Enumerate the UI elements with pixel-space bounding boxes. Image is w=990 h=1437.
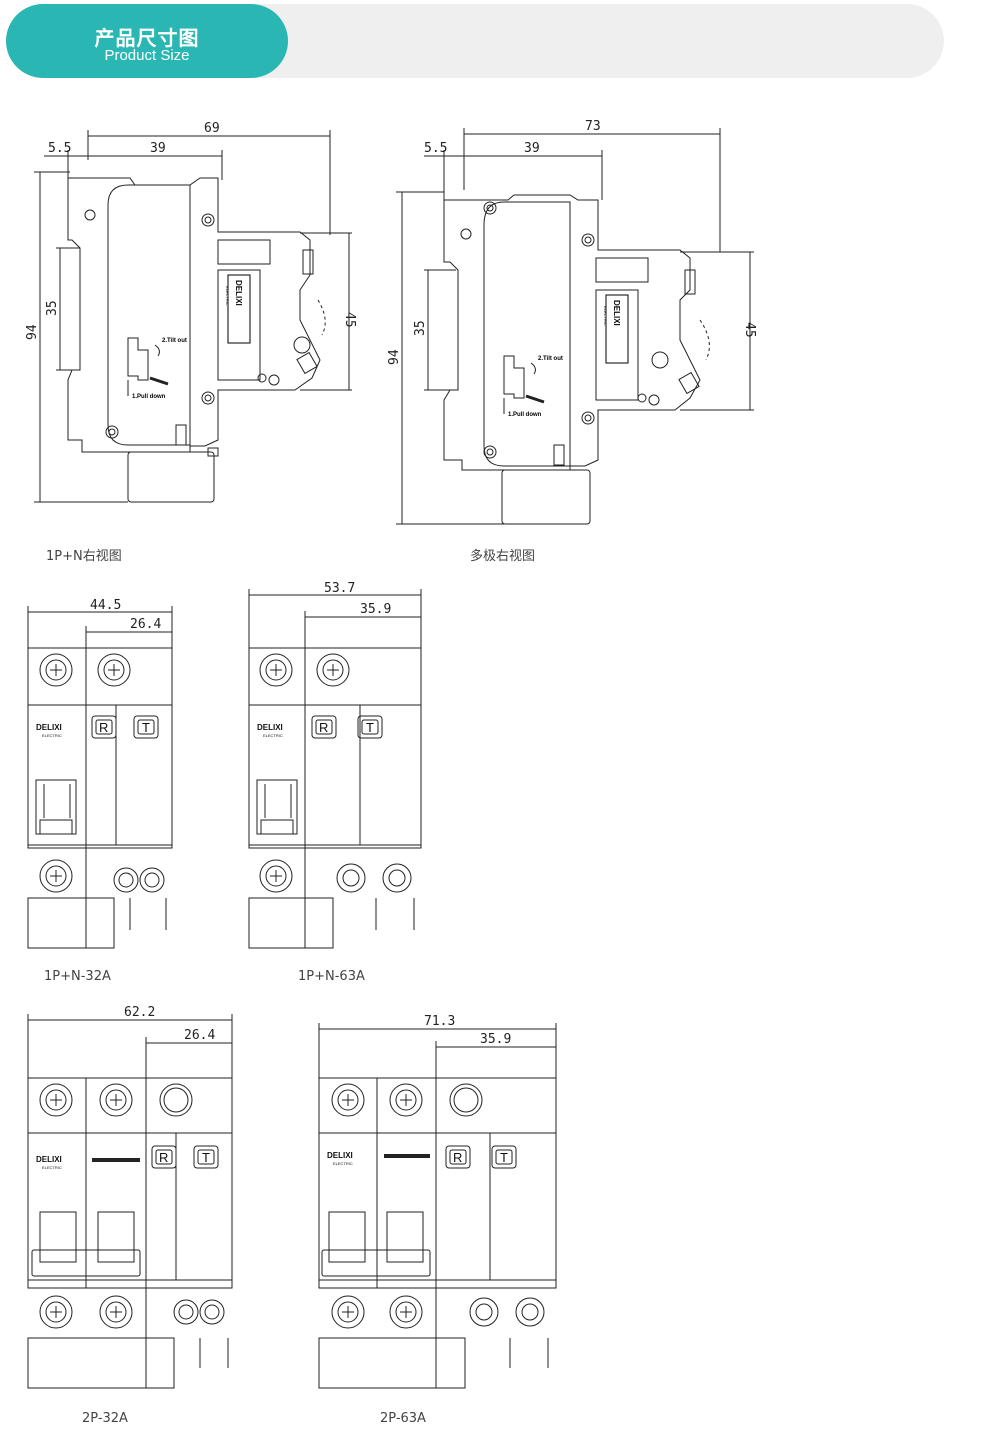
dim-height: 94	[25, 324, 40, 340]
reset-button-label: R	[159, 1150, 168, 1165]
section-title-cn: 产品尺寸图	[94, 26, 200, 50]
dim-front: 45	[742, 322, 757, 338]
brand-sub: ELECTRIC	[603, 306, 608, 326]
test-button-label: T	[366, 720, 374, 735]
reset-button-label: R	[453, 1150, 462, 1165]
dim-offset: 5.5	[48, 141, 71, 156]
dim-total-width: 69	[204, 121, 220, 136]
brand-sub: ELECTRIC	[263, 733, 283, 738]
side-view-1pn: 69 5.5 39 94 35 45	[25, 121, 357, 503]
dim-front: 45	[342, 312, 357, 328]
brand-logo: DELIXI	[612, 300, 621, 326]
dim-offset: 5.5	[424, 141, 447, 156]
test-button-label: T	[142, 720, 150, 735]
dim-total: 44.5	[90, 598, 121, 613]
dim-rail: 35	[45, 300, 60, 316]
dim-total-width: 73	[585, 119, 601, 134]
brand-sub: ELECTRIC	[42, 1165, 62, 1170]
front-view-1pn-63a: 53.7 35.9 DELIXI ELECTRIC R T	[248, 581, 422, 949]
front-view-1pn-32a: 44.5 26.4 DELIXI ELECTRIC R T	[27, 598, 173, 949]
dim-total: 71.3	[424, 1014, 455, 1029]
front-view-2p-63a: 71.3 35.9 DELIXI ELECTRIC R T	[318, 1014, 557, 1389]
dim-depth: 39	[524, 141, 540, 156]
test-button-label: T	[500, 1150, 508, 1165]
caption-side-1pn: 1P+N右视图	[46, 549, 122, 564]
brand-sub: ELECTRIC	[333, 1161, 353, 1166]
caption-front-1pn-32a: 1P+N-32A	[44, 969, 111, 984]
reset-button-label: R	[319, 720, 328, 735]
caption-front-2p-63a: 2P-63A	[380, 1411, 426, 1426]
label-pull: 1.Pull down	[508, 412, 542, 418]
dim-depth: 39	[150, 141, 166, 156]
dim-total: 62.2	[124, 1005, 155, 1020]
caption-side-multi: 多极右视图	[470, 549, 536, 564]
caption-front-1pn-63a: 1P+N-63A	[298, 969, 365, 984]
reset-button-label: R	[99, 720, 108, 735]
section-title-en: Product Size	[104, 47, 190, 64]
dim-module: 35.9	[360, 602, 391, 617]
brand-sub: ELECTRIC	[225, 286, 230, 306]
label-tilt: 2.Tilt out	[538, 356, 563, 362]
label-pull: 1.Pull down	[132, 394, 166, 400]
label-tilt: 2.Tilt out	[162, 338, 187, 344]
test-button-label: T	[202, 1150, 210, 1165]
brand-sub: ELECTRIC	[42, 733, 62, 738]
dim-module: 35.9	[480, 1032, 511, 1047]
front-view-2p-32a: 62.2 26.4 DELIXI ELECTRIC R T	[27, 1005, 233, 1389]
dim-module: 26.4	[130, 617, 161, 632]
section-title-badge: 产品尺寸图 Product Size	[6, 4, 288, 78]
dim-module: 26.4	[184, 1028, 215, 1043]
side-view-multi: 73 5.5 39 94 35 45 DELIXI	[387, 119, 757, 525]
brand-logo: DELIXI	[257, 723, 283, 732]
brand-logo: DELIXI	[36, 723, 62, 732]
dim-height: 94	[387, 349, 402, 365]
dim-total: 53.7	[324, 581, 355, 596]
brand-logo: DELIXI	[234, 280, 243, 306]
dim-rail: 35	[413, 320, 428, 336]
caption-front-2p-32a: 2P-32A	[82, 1411, 128, 1426]
brand-logo: DELIXI	[36, 1155, 62, 1164]
brand-logo: DELIXI	[327, 1151, 353, 1160]
